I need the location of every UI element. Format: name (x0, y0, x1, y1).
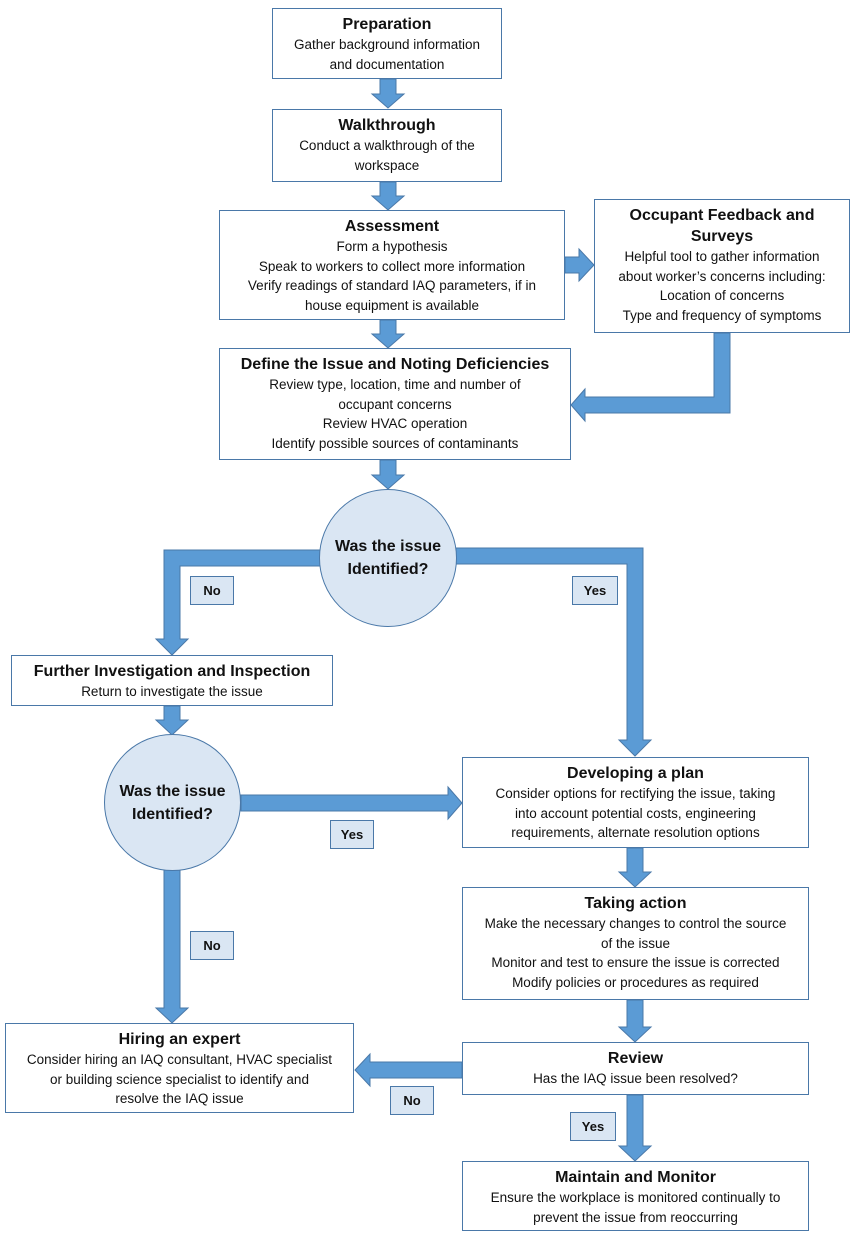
hiring-expert-box: Hiring an expert Consider hiring an IAQ … (5, 1023, 354, 1113)
walkthrough-box: Walkthrough Conduct a walkthrough of the… (272, 109, 502, 182)
further-title: Further Investigation and Inspection (33, 663, 311, 680)
arrow-decision-yes-to-plan (455, 547, 653, 757)
arrow-assessment-to-define (370, 319, 406, 349)
maintain-title: Maintain and Monitor (555, 1169, 716, 1186)
expert-line: or building science specialist to identi… (50, 1071, 309, 1087)
define-line: Review HVAC operation (322, 416, 468, 431)
review-box: Review Has the IAQ issue been resolved? (462, 1042, 809, 1095)
arrow-plan-to-action (617, 847, 653, 888)
decision-issue-identified-1: Was the issue Identified? (319, 489, 457, 627)
occupant-title: Occupant Feedback and (629, 207, 815, 224)
arrow-decision2-no-to-expert (154, 869, 190, 1024)
arrow-preparation-to-walkthrough (370, 78, 406, 109)
expert-line: resolve the IAQ issue (115, 1091, 244, 1106)
occupant-title: Surveys (690, 228, 754, 245)
decision-text: Identified? (347, 561, 429, 578)
maintain-monitor-box: Maintain and Monitor Ensure the workplac… (462, 1161, 809, 1231)
arrow-action-to-review (617, 999, 653, 1043)
assessment-box: Assessment Form a hypothesis Speak to wo… (219, 210, 565, 320)
action-line: Modify policies or procedures as require… (512, 974, 759, 990)
action-line: Make the necessary changes to control th… (484, 916, 787, 931)
yes-label: Yes (330, 820, 374, 849)
arrow-define-to-decision (370, 459, 406, 490)
no-label: No (190, 576, 234, 605)
no-label: No (390, 1086, 434, 1115)
preparation-title: Preparation (342, 16, 432, 33)
further-line: Return to investigate the issue (81, 684, 263, 699)
action-line: Monitor and test to ensure the issue is … (491, 955, 780, 970)
taking-action-box: Taking action Make the necessary changes… (462, 887, 809, 1000)
arrow-further-to-decision (154, 705, 190, 736)
occupant-line: Helpful tool to gather information (624, 249, 820, 264)
developing-plan-box: Developing a plan Consider options for r… (462, 757, 809, 848)
expert-line: Consider hiring an IAQ consultant, HVAC … (26, 1052, 333, 1067)
action-line: of the issue (600, 935, 671, 951)
expert-title: Hiring an expert (118, 1031, 241, 1048)
preparation-line: and documentation (329, 56, 445, 72)
assessment-line: house equipment is available (304, 297, 480, 313)
arrow-occupant-to-define (570, 332, 731, 423)
assessment-title: Assessment (344, 218, 440, 235)
arrow-decision-no-to-further (154, 549, 321, 656)
further-investigation-box: Further Investigation and Inspection Ret… (11, 655, 333, 706)
decision-text: Was the issue (119, 782, 226, 800)
define-line: Identify possible sources of contaminant… (271, 435, 519, 451)
assessment-line: Form a hypothesis (336, 239, 448, 254)
review-line: Has the IAQ issue been resolved? (533, 1071, 738, 1086)
occupant-line: Type and frequency of symptoms (622, 307, 822, 323)
plan-line: Consider options for rectifying the issu… (495, 786, 776, 801)
yes-label: Yes (570, 1112, 616, 1141)
plan-line: requirements, alternate resolution optio… (511, 825, 760, 840)
arrow-review-no-to-expert (354, 1052, 463, 1088)
define-issue-box: Define the Issue and Noting Deficiencies… (219, 348, 571, 460)
maintain-line: prevent the issue from reoccurring (533, 1209, 738, 1225)
walkthrough-title: Walkthrough (338, 117, 436, 134)
review-title: Review (607, 1050, 664, 1067)
arrow-decision2-yes-to-plan (240, 785, 463, 821)
define-line: occupant concerns (338, 396, 452, 412)
preparation-line: Gather background information (293, 37, 481, 52)
arrow-assessment-to-occupant (564, 247, 595, 283)
maintain-line: Ensure the workplace is monitored contin… (490, 1190, 781, 1205)
occupant-feedback-box: Occupant Feedback and Surveys Helpful to… (594, 199, 850, 333)
arrow-review-to-maintain (617, 1094, 653, 1162)
decision-issue-identified-2: Was the issue Identified? (104, 734, 241, 871)
plan-title: Developing a plan (567, 765, 704, 782)
occupant-line: about worker’s concerns including: (618, 268, 826, 284)
preparation-box: Preparation Gather background informatio… (272, 8, 502, 79)
walkthrough-line: workspace (354, 157, 420, 173)
yes-label: Yes (572, 576, 618, 605)
decision-text: Was the issue (334, 538, 442, 555)
assessment-line: Verify readings of standard IAQ paramete… (247, 278, 537, 293)
define-title: Define the Issue and Noting Deficiencies (240, 356, 550, 373)
plan-line: into account potential costs, engineerin… (515, 805, 756, 821)
walkthrough-line: Conduct a walkthrough of the (299, 138, 475, 153)
no-label: No (190, 931, 234, 960)
assessment-line: Speak to workers to collect more informa… (258, 258, 526, 274)
occupant-line: Location of concerns (659, 288, 785, 303)
decision-text: Identified? (132, 805, 213, 823)
define-line: Review type, location, time and number o… (269, 377, 521, 392)
arrow-walkthrough-to-assessment (370, 181, 406, 211)
action-title: Taking action (584, 895, 687, 912)
